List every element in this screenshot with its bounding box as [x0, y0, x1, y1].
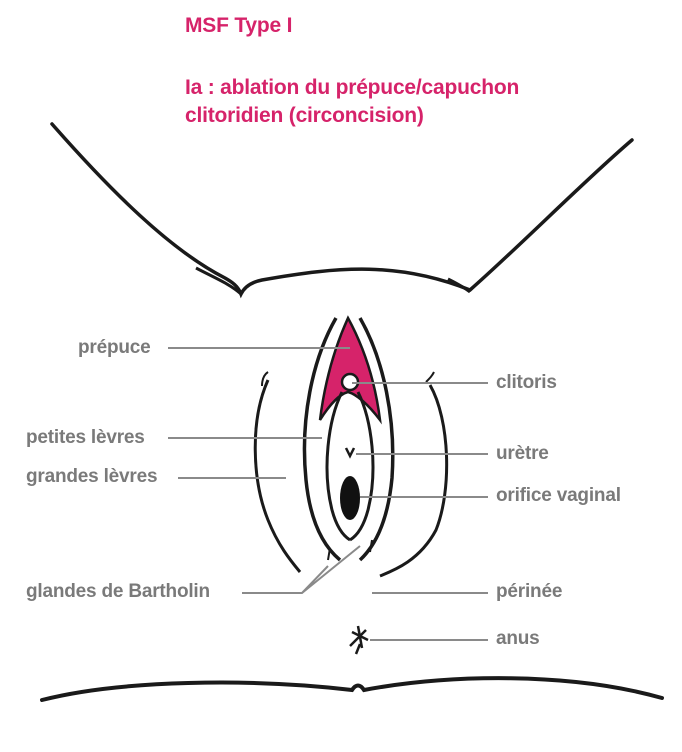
label-grandes-levres: grandes lèvres	[26, 466, 158, 487]
anus-mark	[349, 625, 369, 655]
lower-body-outline	[40, 676, 664, 702]
label-clitoris: clitoris	[496, 372, 557, 393]
labia-minora-left	[325, 391, 351, 542]
label-anus: anus	[496, 628, 540, 649]
subtitle-line-2: clitoridien (circoncision)	[185, 104, 424, 127]
upper-body-outline	[50, 122, 634, 299]
diagram-subtitle: Ia : ablation du prépuce/capuchon clitor…	[185, 74, 519, 130]
vaginal-orifice	[340, 476, 360, 520]
label-prepuce: prépuce	[78, 337, 151, 358]
right-fold-stroke	[425, 371, 435, 383]
urethra-mark	[344, 447, 356, 459]
labia-minora-right	[349, 391, 375, 542]
bartholin-mark-right	[369, 539, 373, 553]
label-petites-levres: petites lèvres	[26, 427, 145, 448]
label-uretre: urètre	[496, 443, 549, 464]
right-thigh-contour	[379, 384, 449, 578]
diagram-title: MSF Type I	[185, 14, 293, 37]
upper-fold-left	[195, 266, 243, 296]
labia-majora-right	[358, 317, 395, 562]
leader-bartholin	[242, 545, 361, 594]
left-fold-stroke	[261, 371, 269, 387]
bartholin-mark-left	[327, 547, 331, 561]
labia-majora-left	[302, 317, 342, 562]
upper-fold-right	[447, 277, 471, 294]
subtitle-line-1: Ia : ablation du prépuce/capuchon	[185, 76, 520, 99]
label-glandes-bartholin: glandes de Bartholin	[26, 581, 210, 602]
label-orifice-vaginal: orifice vaginal	[496, 485, 621, 506]
left-thigh-contour	[253, 379, 302, 573]
prepuce-highlight	[318, 315, 382, 425]
label-perinee: périnée	[496, 581, 563, 602]
